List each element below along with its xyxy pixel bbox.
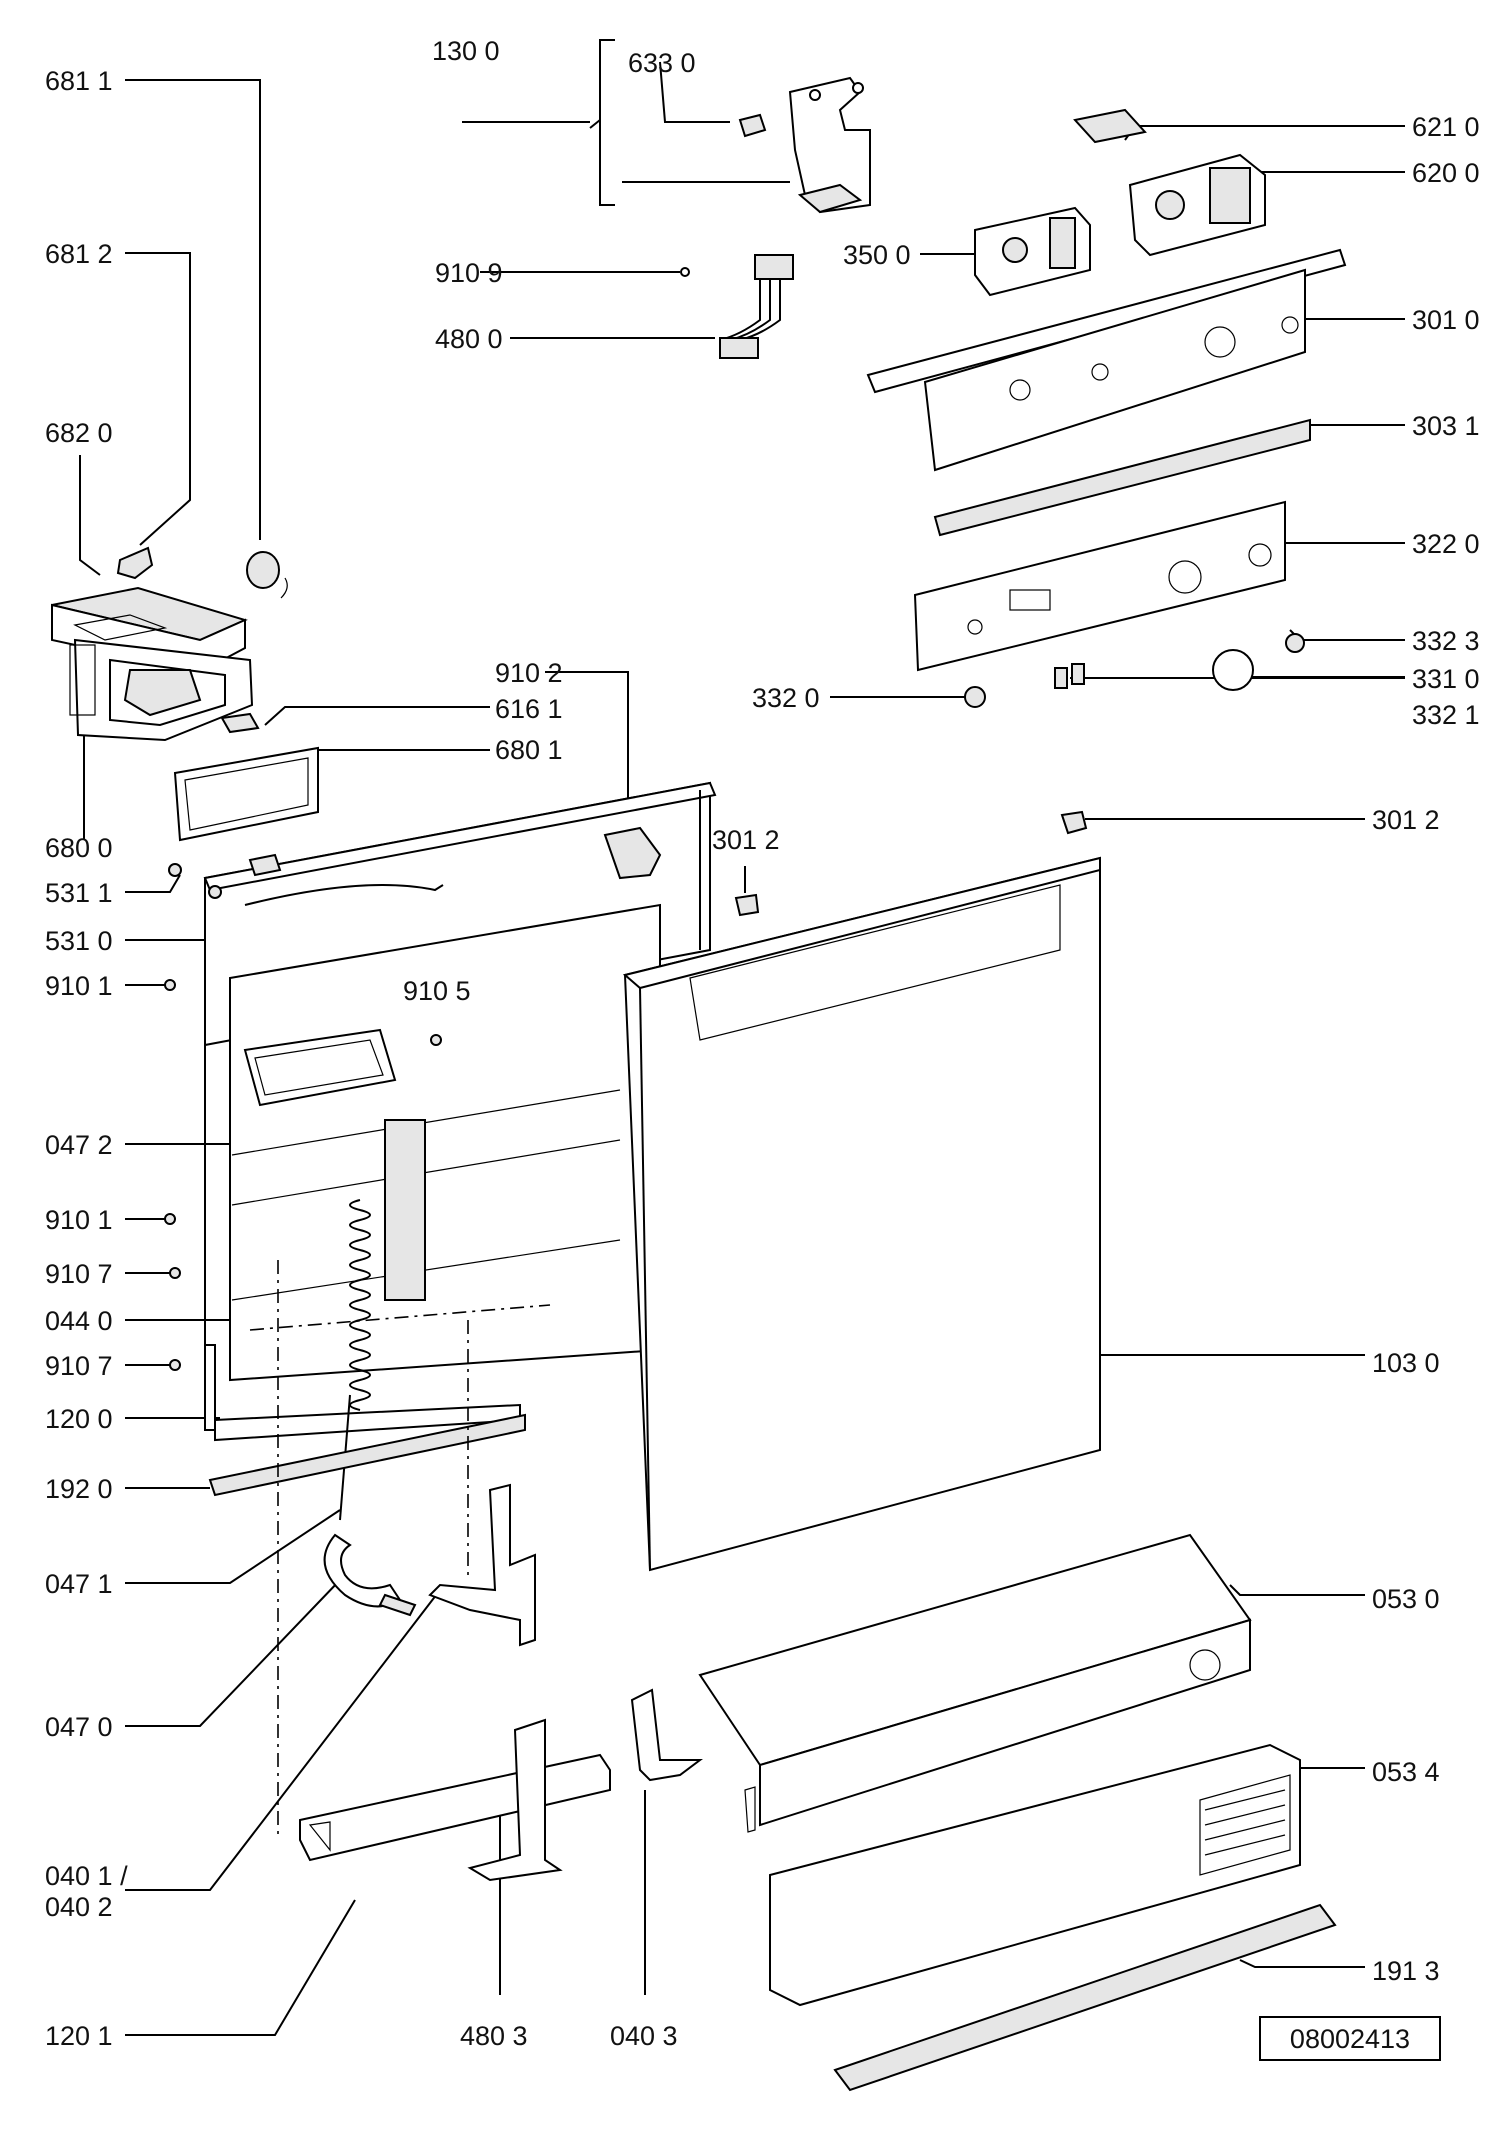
callout-910-5: 910 5 <box>403 976 471 1006</box>
callout-680-0: 680 0 <box>45 833 113 863</box>
bracket-120-1-shape <box>299 1753 611 1862</box>
callout-681-2: 681 2 <box>45 239 113 269</box>
kickplate-053-4-shape <box>769 1743 1301 2007</box>
callout-531-0: 531 0 <box>45 926 113 956</box>
part-616-1-shape <box>220 712 260 734</box>
callout-332-0: 332 0 <box>752 683 820 713</box>
toe-panel-053-0-shape <box>698 1533 1252 1833</box>
callout-620-0: 620 0 <box>1412 158 1480 188</box>
callout-480-3: 480 3 <box>460 2021 528 2051</box>
leader-lines <box>79 39 1405 2036</box>
bracket-040-3-shape <box>630 1688 703 1782</box>
panel-301-0-shape <box>866 248 1347 472</box>
callout-910-9: 910 9 <box>435 258 503 288</box>
callout-303-1: 303 1 <box>1412 411 1480 441</box>
callout-301-0: 301 0 <box>1412 305 1480 335</box>
callout-192-0: 192 0 <box>45 1474 113 1504</box>
callout-480-0: 480 0 <box>435 324 503 354</box>
callout-120-1: 120 1 <box>45 2021 113 2051</box>
callout-053-4: 053 4 <box>1372 1757 1440 1787</box>
callout-332-1: 332 1 <box>1412 700 1480 730</box>
callout-910-7-top: 910 7 <box>45 1259 113 1289</box>
part-621-0-shape <box>1073 108 1147 144</box>
callout-047-2: 047 2 <box>45 1130 113 1160</box>
knob-331-0-shape <box>1212 649 1254 691</box>
hinge-047-0-shape <box>323 1533 417 1617</box>
clip-301-2-left-shape <box>734 893 760 917</box>
callout-053-0: 053 0 <box>1372 1584 1440 1614</box>
rail-191-3-shape <box>833 1903 1337 2092</box>
fascia-322-0-shape <box>913 500 1286 672</box>
drawing-number: 08002413 <box>1290 2024 1410 2054</box>
callout-331-0: 331 0 <box>1412 664 1480 694</box>
callout-130-0: 130 0 <box>432 36 500 66</box>
callout-103-0: 103 0 <box>1372 1348 1440 1378</box>
callout-120-0: 120 0 <box>45 1404 113 1434</box>
part-480-3-shape <box>467 1718 563 1882</box>
callout-040-1: 040 1 / <box>45 1861 128 1891</box>
callout-047-0: 047 0 <box>45 1712 113 1742</box>
callout-322-0: 322 0 <box>1412 529 1480 559</box>
callout-682-0: 682 0 <box>45 418 113 448</box>
callout-191-3: 191 3 <box>1372 1956 1440 1986</box>
callout-labels: 681 1 681 2 682 0 680 0 910 2 616 1 680 … <box>45 36 1480 2051</box>
clip-681-2-shape <box>116 546 154 580</box>
drawing-number-box: 08002413 <box>1259 2016 1441 2061</box>
callout-633-0: 633 0 <box>628 48 696 78</box>
callout-332-3: 332 3 <box>1412 626 1480 656</box>
callout-910-7-bottom: 910 7 <box>45 1351 113 1381</box>
callout-681-1: 681 1 <box>45 66 113 96</box>
harness-480-0-shape <box>719 254 794 359</box>
callout-616-1: 616 1 <box>495 694 563 724</box>
callout-910-1-top: 910 1 <box>45 971 113 1001</box>
outer-door-103-0-shape <box>622 856 1101 1572</box>
bracket-040-1-shape <box>428 1483 536 1647</box>
rail-192-0-shape <box>208 1413 526 1497</box>
button-332-1-shape <box>1054 667 1068 689</box>
callout-047-1: 047 1 <box>45 1569 113 1599</box>
callout-680-1: 680 1 <box>495 735 563 765</box>
screw-910-9-shape <box>680 267 690 277</box>
callout-301-2-left: 301 2 <box>712 825 780 855</box>
board-350-0-shape <box>974 206 1091 297</box>
callout-350-0: 350 0 <box>843 240 911 270</box>
callout-040-2: 040 2 <box>45 1892 113 1922</box>
callout-040-3: 040 3 <box>610 2021 678 2051</box>
knob-332-0-shape <box>964 686 986 708</box>
callout-531-1: 531 1 <box>45 878 113 908</box>
callout-621-0: 621 0 <box>1412 112 1480 142</box>
gasket-680-1-shape <box>173 746 319 842</box>
callout-044-0: 044 0 <box>45 1306 113 1336</box>
callout-301-2-right: 301 2 <box>1372 805 1440 835</box>
callout-910-2: 910 2 <box>495 658 563 688</box>
clip-301-2-right-shape <box>1060 810 1088 835</box>
callout-910-1-bottom: 910 1 <box>45 1205 113 1235</box>
knob-332-3-shape <box>1285 633 1305 653</box>
strip-303-1-shape <box>933 418 1311 537</box>
inner-door-frame-shape <box>203 781 717 1442</box>
dispenser-shape <box>51 586 254 742</box>
cap-681-1-shape <box>246 551 280 589</box>
control-620-0-shape <box>1128 153 1266 257</box>
bracket-130-0-shape <box>738 76 871 214</box>
